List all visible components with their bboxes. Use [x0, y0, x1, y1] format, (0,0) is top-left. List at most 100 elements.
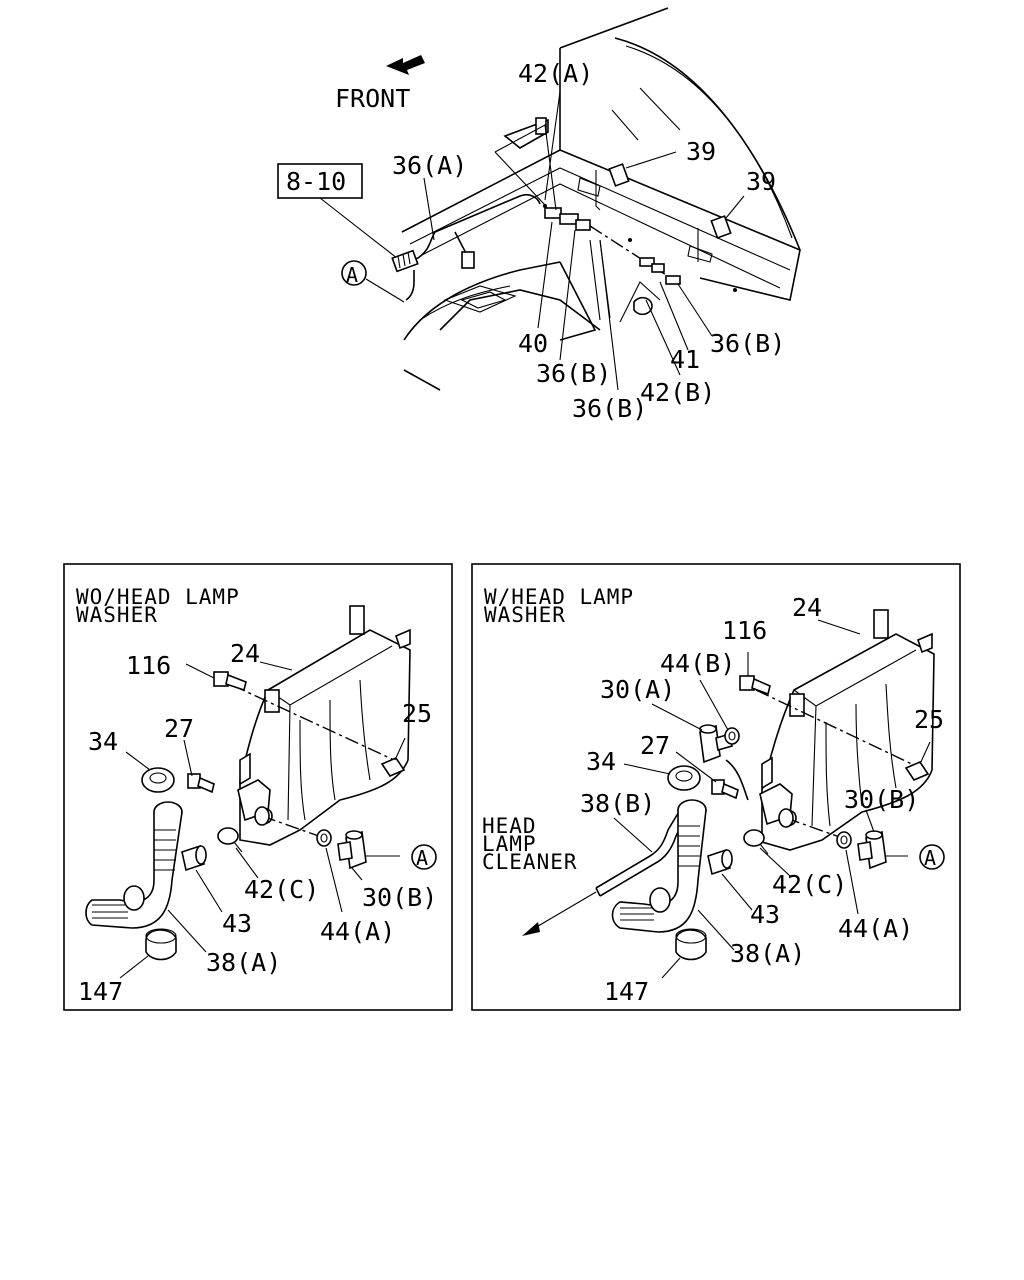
right-panel-note-line2: LAMP	[482, 832, 537, 856]
right-label-43: 43	[750, 900, 780, 929]
leader-line	[599, 239, 619, 391]
leader-line	[845, 849, 859, 915]
leader-line	[527, 891, 597, 933]
clip-25	[904, 741, 931, 781]
arrow-head-icon	[522, 922, 540, 936]
leader-line	[675, 751, 717, 783]
cap-34	[667, 765, 701, 791]
leader-line	[661, 957, 681, 979]
leader-line	[544, 91, 561, 201]
right-label-147: 147	[604, 977, 649, 1006]
left-label-44a: 44(A)	[320, 917, 395, 946]
callout-a	[919, 844, 945, 870]
hose-36a-lower	[405, 270, 415, 301]
front-label: FRONT	[335, 84, 410, 113]
leader-line	[623, 763, 671, 775]
hose-36a	[399, 193, 541, 266]
seal-44b	[724, 727, 740, 745]
clip-42a	[494, 117, 557, 211]
grommet	[461, 251, 475, 269]
leader-line	[725, 195, 745, 219]
pump-30a	[699, 724, 733, 764]
leader-line	[697, 909, 735, 951]
left-panel: WO/HEAD LAMP WASHER	[63, 563, 453, 1011]
bolt-116	[213, 671, 247, 692]
right-label-116: 116	[722, 616, 767, 645]
grommet-43	[181, 844, 207, 872]
left-label-27: 27	[164, 714, 194, 743]
right-label-44a: 44(A)	[838, 914, 913, 943]
hose-link	[725, 759, 749, 801]
right-label-38b: 38(B)	[580, 789, 655, 818]
vehicle-body-outline	[401, 7, 801, 391]
leader-line	[423, 177, 435, 241]
left-panel-title-line2: WASHER	[76, 603, 158, 627]
leader-line	[319, 197, 403, 263]
clip-39-a	[595, 163, 630, 211]
leader-line	[559, 229, 576, 361]
callout-a-label: A	[924, 846, 936, 870]
filler-hose-38a	[85, 801, 183, 929]
callout-a-label: A	[346, 263, 358, 287]
left-panel-frame	[63, 563, 453, 1011]
leader-line	[167, 909, 207, 953]
filler-hose-38a	[611, 799, 707, 933]
left-label-42c: 42(C)	[244, 875, 319, 904]
left-label-30b: 30(B)	[362, 883, 437, 912]
filter-42c	[217, 827, 243, 853]
left-label-24: 24	[230, 639, 260, 668]
left-label-34: 34	[88, 727, 118, 756]
leader-line	[721, 873, 753, 911]
leader-line	[351, 867, 363, 881]
clip-39-b	[697, 215, 732, 262]
leader-line	[699, 679, 729, 731]
cap-147	[145, 928, 177, 961]
clip-25	[380, 737, 406, 777]
right-panel-note-line3: CLEANER	[482, 850, 578, 874]
left-label-25: 25	[402, 699, 432, 728]
bolt-27	[711, 779, 739, 800]
hose-end-connector	[391, 249, 419, 273]
label-42b: 42(B)	[640, 378, 715, 407]
leader-line	[325, 847, 343, 913]
mounting-axis	[231, 684, 395, 761]
left-panel-title-line1: WO/HEAD LAMP	[76, 585, 240, 609]
seal-44a	[316, 829, 332, 847]
leader-line	[185, 663, 215, 679]
leader-line	[235, 847, 259, 879]
leader-line	[651, 703, 703, 731]
right-label-38a: 38(A)	[730, 939, 805, 968]
leader-line	[259, 661, 293, 671]
mounting-axis	[755, 689, 917, 767]
pump-30b	[337, 830, 400, 870]
leader-line	[125, 751, 151, 771]
label-42a: 42(A)	[518, 59, 593, 88]
hose-38b	[595, 809, 687, 897]
label-36b-left: 36(B)	[536, 359, 611, 388]
leader-line	[759, 847, 791, 877]
right-panel-note-line1: HEAD	[482, 814, 537, 838]
right-panel-frame	[471, 563, 961, 1011]
right-label-34: 34	[586, 747, 616, 776]
leader-line	[537, 221, 553, 329]
callout-a-label: A	[416, 846, 428, 870]
right-panel: W/HEAD LAMP WASHER HEAD LAMP CLEANER	[471, 563, 961, 1011]
label-40: 40	[518, 329, 548, 358]
callout-a	[411, 844, 437, 870]
leader-line	[625, 151, 677, 169]
leader-line	[659, 281, 689, 351]
label-36a: 36(A)	[392, 151, 467, 180]
right-label-24: 24	[792, 593, 822, 622]
right-panel-title-line2: WASHER	[484, 603, 566, 627]
tank-outlet	[778, 808, 794, 828]
pump-30b	[857, 830, 908, 870]
right-panel-title-line1: W/HEAD LAMP	[484, 585, 634, 609]
right-label-30a: 30(A)	[600, 675, 675, 704]
leader-line	[183, 739, 193, 777]
right-label-27: 27	[640, 731, 670, 760]
callout-a	[341, 260, 367, 286]
right-label-44b: 44(B)	[660, 649, 735, 678]
tank-outlet	[254, 806, 270, 826]
label-36b-right: 36(B)	[710, 329, 785, 358]
bolt-116	[739, 675, 771, 696]
